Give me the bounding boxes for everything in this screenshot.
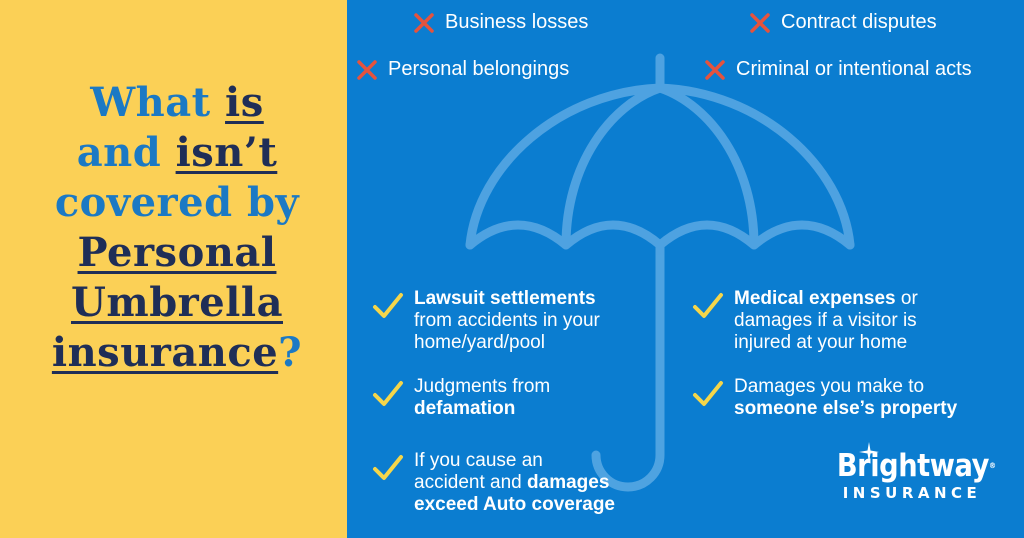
- coverage-line: If you cause an: [414, 450, 543, 471]
- logo-subtitle: INSURANCE: [842, 484, 982, 502]
- coverage-item: Judgments from defamation: [372, 376, 550, 420]
- logo-name: Brightway: [836, 448, 990, 484]
- coverage-item: Damages you make to someone else’s prope…: [692, 376, 957, 420]
- coverage-line: or: [895, 288, 918, 309]
- coverage-line: accident and: [414, 472, 528, 493]
- headline-question-mark: ?: [278, 329, 303, 376]
- check-icon: [693, 381, 723, 406]
- brightway-logo: Brightway® INSURANCE: [826, 442, 998, 518]
- coverage-line: Damages you make to: [734, 376, 925, 397]
- check-icon: [373, 381, 403, 406]
- exclusion-item: Criminal or intentional acts: [704, 58, 972, 81]
- exclusion-label: Contract disputes: [781, 11, 937, 33]
- coverage-line: Medical expenses: [734, 288, 896, 309]
- exclusion-label: Criminal or intentional acts: [736, 58, 972, 80]
- coverage-item: Lawsuit settlements from accidents in yo…: [372, 288, 600, 354]
- exclusion-item: Business losses: [413, 11, 588, 34]
- check-icon: [373, 455, 403, 480]
- headline-word: covered by: [54, 179, 300, 226]
- exclusion-item: Personal belongings: [356, 58, 569, 81]
- sparkle-icon: [859, 442, 879, 462]
- logo-registered-mark: ®: [989, 461, 996, 470]
- headline-word: and: [76, 129, 176, 176]
- check-icon: [373, 293, 403, 318]
- exclusion-label: Personal belongings: [388, 58, 570, 80]
- headline-emphasis: Personal: [77, 229, 277, 276]
- coverage-line: damages: [527, 472, 610, 493]
- headline-emphasis: insurance: [51, 329, 279, 376]
- exclusion-item: Contract disputes: [749, 11, 937, 34]
- x-icon: [357, 59, 377, 80]
- coverage-line: Lawsuit settlements: [414, 288, 596, 309]
- x-icon: [750, 12, 770, 33]
- left-panel: [0, 0, 347, 538]
- coverage-line: home/yard/pool: [414, 332, 545, 353]
- headline: What is and isn’t covered by Personal Um…: [22, 78, 332, 378]
- coverage-line: injured at your home: [734, 332, 908, 353]
- x-icon: [705, 59, 725, 80]
- coverage-line: defamation: [414, 398, 516, 419]
- coverage-item: Medical expenses or damages if a visitor…: [692, 288, 918, 354]
- umbrella-icon: [465, 53, 855, 492]
- coverage-line: Judgments from: [414, 376, 551, 397]
- headline-word: What: [90, 79, 226, 126]
- check-icon: [693, 293, 723, 318]
- headline-emphasis: Umbrella: [70, 279, 283, 326]
- x-icon: [414, 12, 434, 33]
- coverage-line: from accidents in your: [414, 310, 600, 331]
- headline-emphasis: isn’t: [175, 129, 278, 176]
- coverage-item: If you cause an accident and damages exc…: [372, 450, 615, 516]
- coverage-line: someone else’s property: [734, 398, 958, 419]
- exclusion-label: Business losses: [445, 11, 589, 33]
- coverage-line: exceed Auto coverage: [414, 494, 615, 515]
- headline-emphasis: is: [225, 79, 264, 126]
- coverage-line: damages if a visitor is: [734, 310, 917, 331]
